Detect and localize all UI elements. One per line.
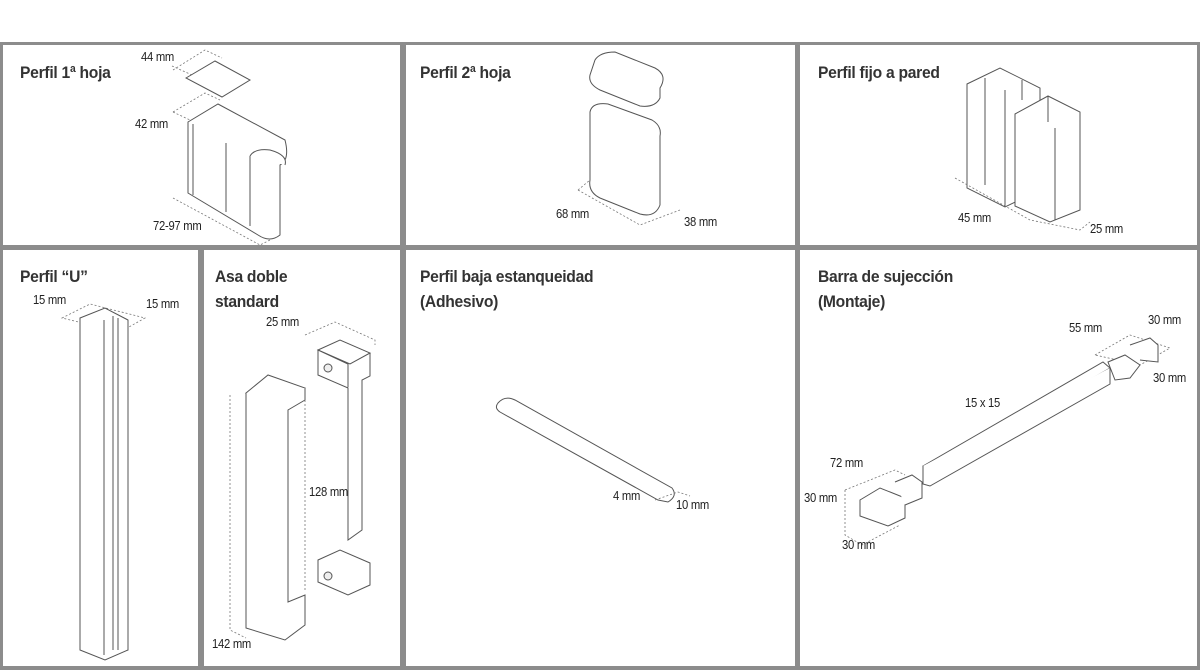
- dimension-label: 72 mm: [830, 456, 864, 470]
- dimension-label: 30 mm: [842, 538, 876, 552]
- dimension-label: 55 mm: [1069, 321, 1103, 335]
- dimension-label: 10 mm: [676, 498, 710, 512]
- dimension-label: 45 mm: [958, 211, 992, 225]
- dimension-label: 15 mm: [146, 297, 180, 311]
- dimension-label: 142 mm: [212, 637, 252, 651]
- dimension-label: 15 x 15: [965, 396, 1001, 410]
- dimension-label: 128 mm: [309, 485, 349, 499]
- dimension-label: 4 mm: [613, 489, 641, 503]
- panel-title: Perfil 2ª hoja: [420, 63, 511, 82]
- dimension-label: 15 mm: [33, 293, 67, 307]
- dimension-label: 72-97 mm: [153, 219, 202, 233]
- panel-title-line-2: (Adhesivo): [420, 292, 499, 311]
- panel-title: Perfil fijo a pared: [818, 63, 940, 82]
- dimension-label: 30 mm: [804, 491, 838, 505]
- panel-title: Perfil “U”: [20, 267, 88, 286]
- panel-title-line-1: Asa doble: [215, 267, 288, 286]
- dimension-label: 68 mm: [556, 207, 590, 221]
- panel-title-line-2: (Montaje): [818, 292, 886, 311]
- panel-title-line-1: Barra de sujección: [818, 267, 953, 286]
- dimension-label: 25 mm: [266, 315, 300, 329]
- dimension-label: 38 mm: [684, 215, 718, 229]
- panel-title-line-2: standard: [215, 292, 279, 311]
- panel-perfil-u: [3, 250, 198, 666]
- dimension-label: 30 mm: [1153, 371, 1187, 385]
- dimension-label: 25 mm: [1090, 222, 1124, 236]
- panel-title: Perfil 1ª hoja: [20, 63, 111, 82]
- dimension-label: 30 mm: [1148, 313, 1182, 327]
- dimension-label: 44 mm: [141, 50, 175, 64]
- panel-title-line-1: Perfil baja estanqueidad: [420, 267, 594, 286]
- dimension-label: 42 mm: [135, 117, 169, 131]
